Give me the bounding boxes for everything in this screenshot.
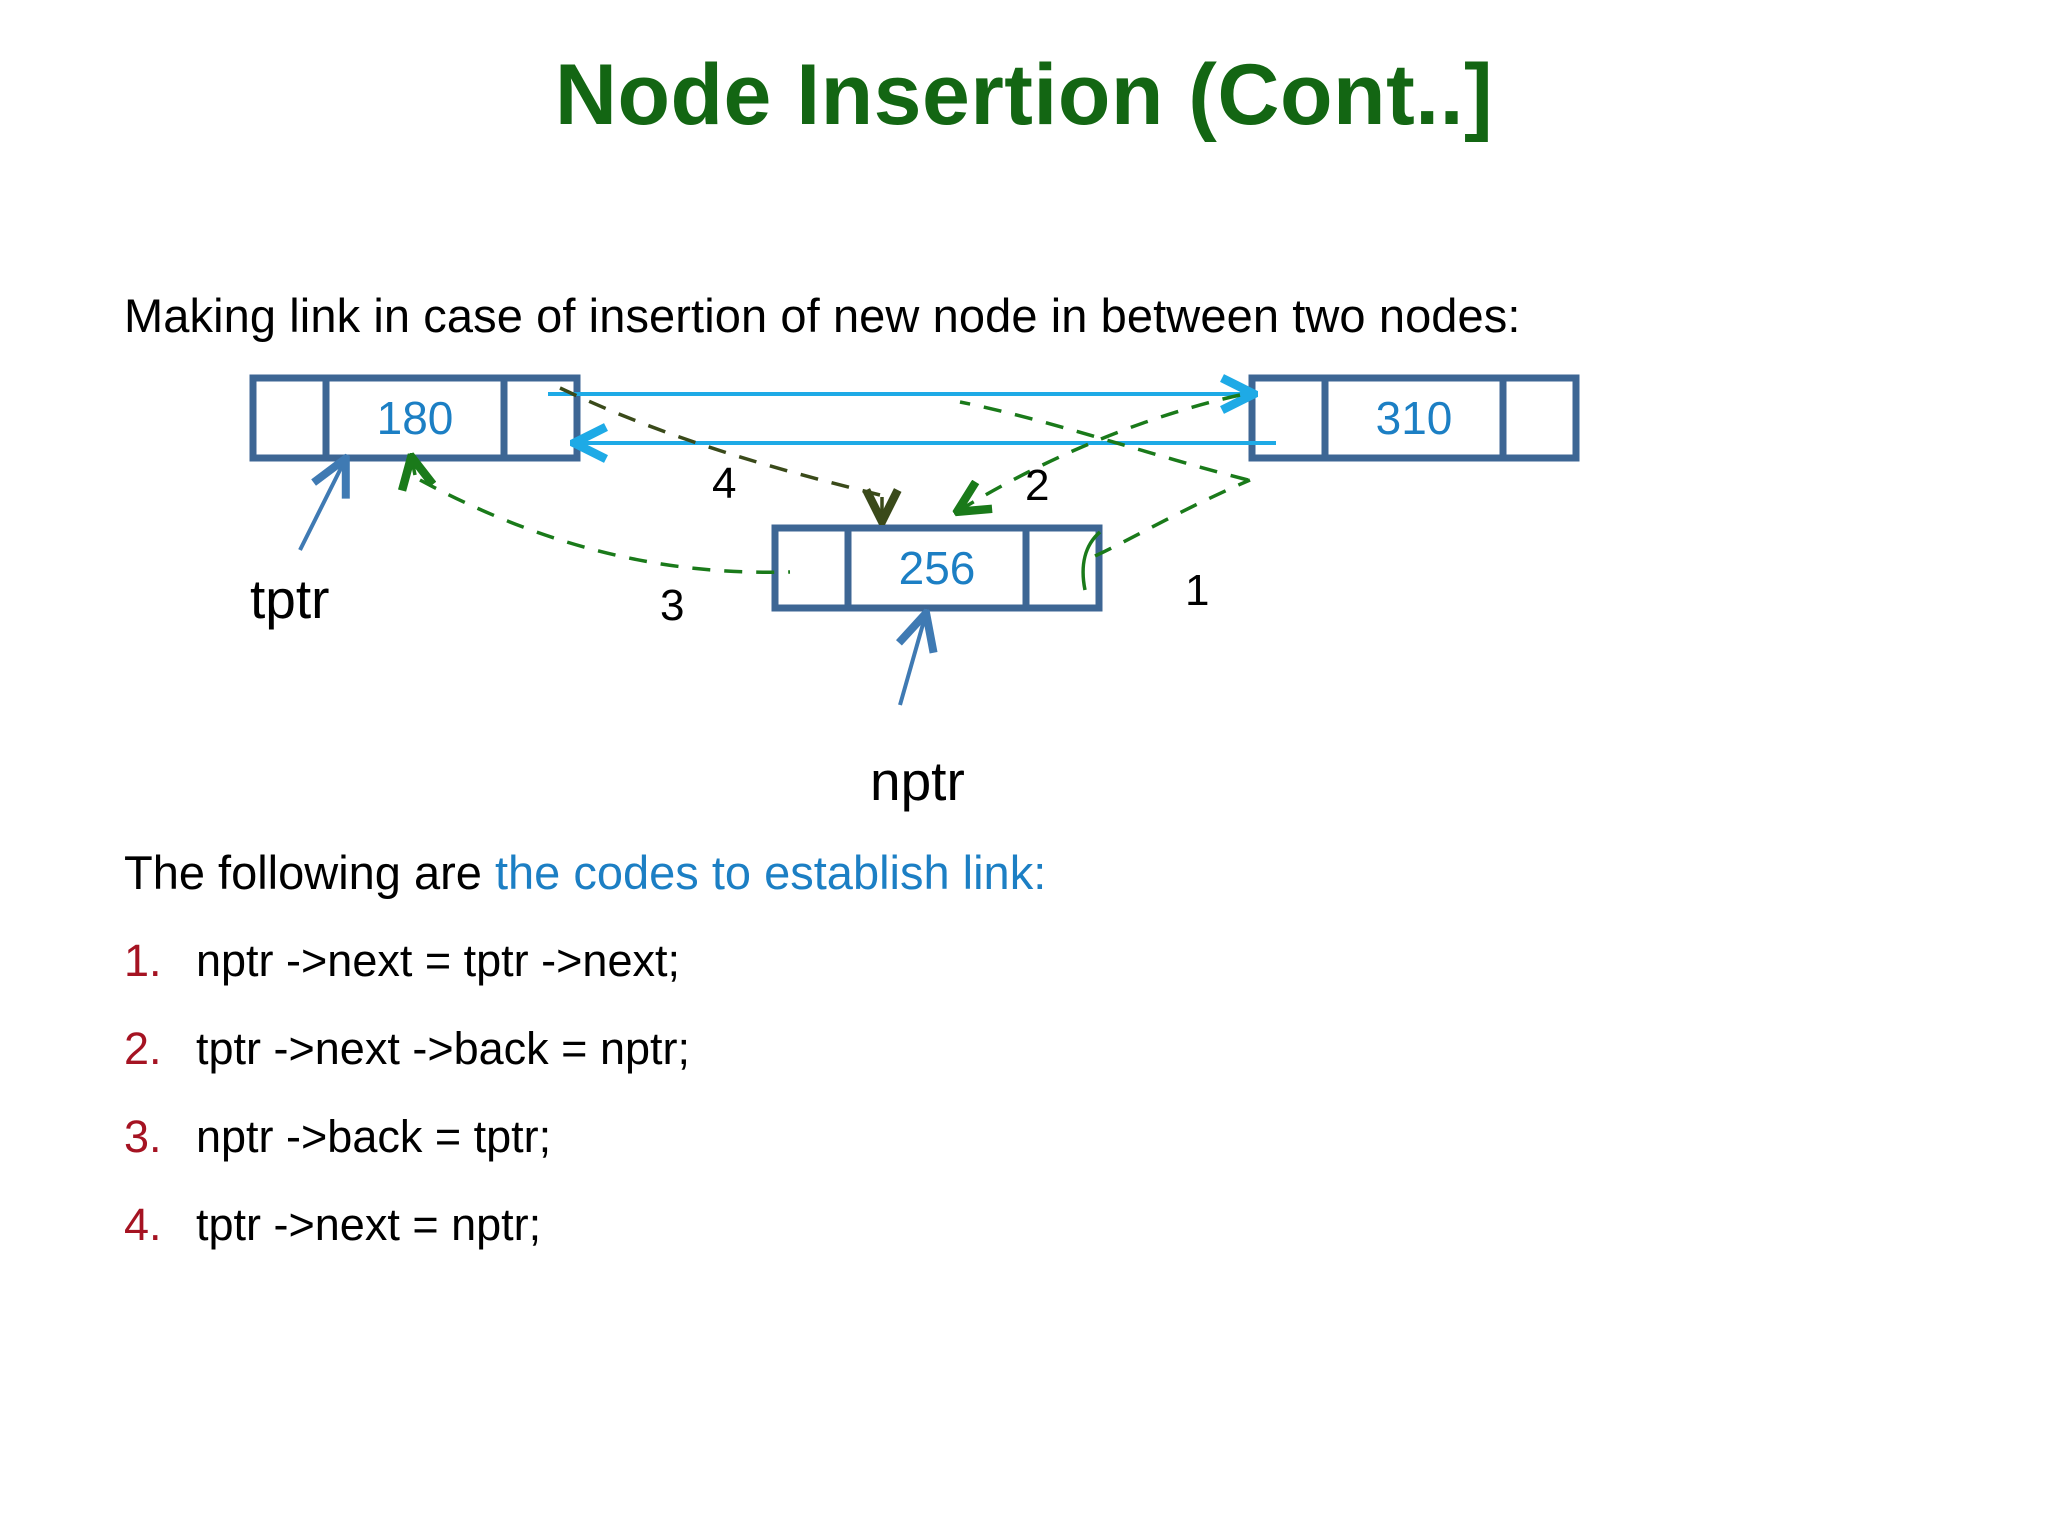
codes-intro-accent: the codes to establish link: xyxy=(494,846,1047,899)
nptr-pointer-arrow xyxy=(900,617,925,706)
node-310-value: 310 xyxy=(1376,392,1453,444)
linked-list-diagram: 180 310 256 xyxy=(0,360,2048,830)
list-item: 3. nptr ->back = tptr; xyxy=(124,1111,1324,1199)
list-item-number: 1. xyxy=(124,935,162,986)
node-256-value: 256 xyxy=(899,542,976,594)
list-item: 4. tptr ->next = nptr; xyxy=(124,1199,1324,1287)
node-256: 256 xyxy=(771,524,1103,612)
node-256-next-cell xyxy=(1022,524,1103,612)
node-310: 310 xyxy=(1248,374,1580,462)
node-180: 180 xyxy=(249,374,581,462)
step-number-1: 1 xyxy=(1185,566,1209,615)
step-2-dashed-path-b xyxy=(960,393,1241,510)
intro-text: Making link in case of insertion of new … xyxy=(124,289,1521,342)
step-number-2: 2 xyxy=(1025,461,1049,510)
list-item: 1. nptr ->next = tptr ->next; xyxy=(124,935,1324,1023)
page-title: Node Insertion (Cont..] xyxy=(554,47,1494,143)
codes-intro-line: The following are the codes to establish… xyxy=(124,845,1046,900)
list-item-text: tptr ->next ->back = nptr; xyxy=(196,1023,690,1074)
node-180-back-cell xyxy=(249,374,330,462)
step-number-4: 4 xyxy=(712,459,736,508)
step-2-dashed-path-a xyxy=(959,400,1249,482)
step-number-3: 3 xyxy=(660,581,684,630)
code-steps-list: 1. nptr ->next = tptr ->next; 2. tptr ->… xyxy=(124,935,1324,1287)
list-item-number: 4. xyxy=(124,1199,162,1250)
list-item-text: tptr ->next = nptr; xyxy=(196,1199,542,1250)
node-310-data-cell xyxy=(1321,374,1507,462)
tptr-label: tptr xyxy=(250,568,329,630)
step-3-arrow-head xyxy=(412,460,415,475)
diagram-svg: 180 310 256 xyxy=(249,360,1580,812)
node-180-value: 180 xyxy=(377,392,454,444)
node-256-back-cell xyxy=(771,524,852,612)
list-item-number: 2. xyxy=(124,1023,162,1074)
nptr-label: nptr xyxy=(870,750,965,812)
list-item-text: nptr ->back = tptr; xyxy=(196,1111,552,1162)
codes-intro-prefix: The following are xyxy=(124,846,495,899)
list-item: 2. tptr ->next ->back = nptr; xyxy=(124,1023,1324,1111)
list-item-text: nptr ->next = tptr ->next; xyxy=(196,935,680,986)
tptr-pointer-arrow xyxy=(298,462,344,551)
list-item-number: 3. xyxy=(124,1111,162,1162)
node-310-back-cell xyxy=(1248,374,1329,462)
step-1-dashed-path xyxy=(1094,478,1251,558)
step-1-curve-head xyxy=(1081,530,1102,591)
step-4-dashed-path xyxy=(559,386,881,497)
node-310-next-cell xyxy=(1499,374,1580,462)
